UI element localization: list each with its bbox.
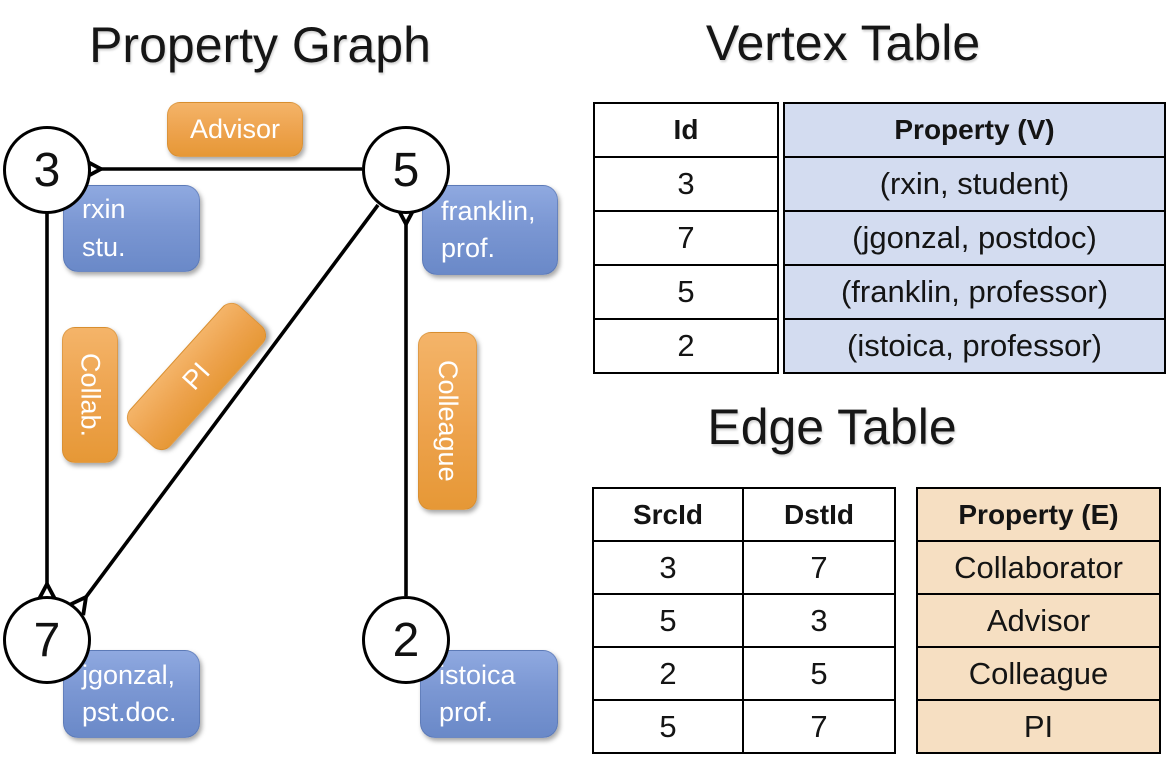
node-circle-3: 3 [3,126,91,214]
vertex-label-istoica-line2: prof. [439,697,494,727]
edge-table: SrcId DstId 3 7 5 3 2 5 5 7 Property (E)… [592,487,1161,754]
edge-property-cell: Advisor [918,595,1159,646]
vertex-table-header-property: Property (V) [785,104,1164,156]
vertex-label-jgonzal-line2: pst.doc. [82,697,177,727]
node-id-5: 5 [392,143,420,197]
vertex-property-cell: (rxin, student) [785,158,1164,210]
vertex-id-cell: 5 [677,274,695,309]
vertex-label-jgonzal-line1: jgonzal, [82,659,176,690]
vertex-table-id-column: Id 3 7 5 2 [593,102,779,374]
vertex-label-jgonzal: jgonzal, pst.doc. [63,650,200,738]
edge-srcid-cell: 2 [659,655,677,691]
vertex-label-rxin-line1: rxin [82,194,126,225]
edge-label-pi-text: PI [176,356,216,396]
vertex-label-franklin-line2: prof. [441,233,496,263]
vertex-id-cell: 2 [677,328,695,363]
edge-property-cell: Collaborator [918,542,1159,593]
edge-table-header-property: Property (E) [918,489,1159,540]
edge-dstid-cell: 7 [742,542,894,593]
edge-property-cell: Colleague [918,648,1159,699]
edge-label-advisor: Advisor [167,102,303,157]
vertex-label-franklin: franklin, prof. [422,185,558,275]
vertex-property-cell: (franklin, professor) [785,266,1164,318]
vertex-label-rxin-line2: stu. [82,231,126,262]
edge-label-advisor-text: Advisor [189,114,281,144]
edge-table-property-column: Property (E) Collaborator Advisor Collea… [916,487,1161,754]
edge-property-cell: PI [918,701,1159,752]
vertex-label-istoica-line1: istoica [439,659,516,690]
edge-label-collab: Collab. [62,327,118,463]
edge-table-id-columns: SrcId DstId 3 7 5 3 2 5 5 7 [592,487,896,754]
node-circle-5: 5 [362,126,450,214]
edge-5-to-7 [86,203,380,597]
edge-srcid-cell: 3 [659,549,677,585]
node-id-3: 3 [33,143,61,197]
edge-dstid-cell: 5 [742,648,894,699]
node-circle-7: 7 [3,596,91,684]
edge-table-header-dstid: DstId [742,489,894,540]
edge-table-title: Edge Table [707,399,957,455]
edge-srcid-cell: 5 [659,708,677,744]
vertex-id-cell: 3 [677,166,695,201]
edge-label-colleague: Colleague [418,332,477,510]
vertex-table-property-column: Property (V) (rxin, student) (jgonzal, p… [783,102,1166,374]
node-circle-2: 2 [362,596,450,684]
property-graph-panel: Property Graph Advisor Collab. PI Collea… [0,0,585,760]
vertex-label-franklin-line1: franklin, [441,195,536,226]
vertex-id-cell: 7 [677,220,695,255]
edge-table-header-srcid: SrcId [632,498,704,530]
vertex-table: Id 3 7 5 2 Property (V) (rxin, student) … [593,102,1166,374]
node-id-2: 2 [392,613,420,667]
vertex-table-title: Vertex Table [705,15,981,71]
vertex-label-istoica: istoica prof. [420,650,558,738]
edge-dstid-cell: 7 [742,701,894,752]
edge-label-colleague-text: Colleague [433,360,463,482]
graph-edges-arrows [0,0,585,760]
vertex-property-cell: (istoica, professor) [785,320,1164,372]
edge-label-collab-text: Collab. [75,352,106,438]
property-graph-title: Property Graph [89,17,431,73]
edge-dstid-cell: 3 [742,595,894,646]
edge-srcid-cell: 5 [659,602,677,638]
node-id-7: 7 [33,613,61,667]
vertex-table-header-id: Id [673,114,699,145]
vertex-property-cell: (jgonzal, postdoc) [785,212,1164,264]
vertex-label-rxin: rxin stu. [63,185,200,272]
